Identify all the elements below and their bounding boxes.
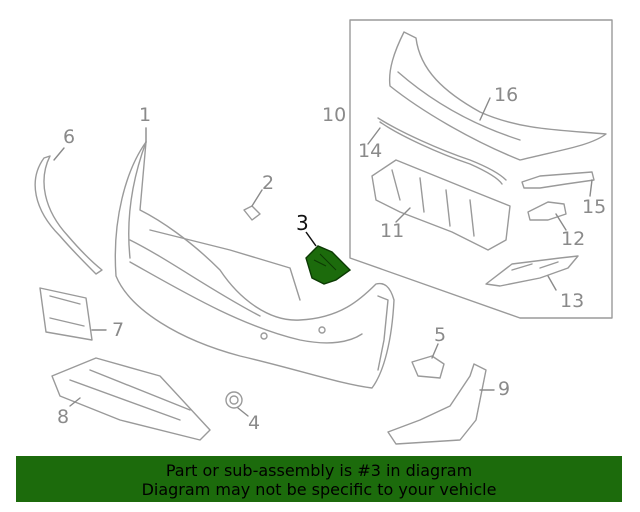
callout-4[interactable]: 4 (248, 412, 261, 434)
callout-13[interactable]: 13 (560, 290, 585, 312)
banner-line-1: Part or sub-assembly is #3 in diagram (165, 461, 473, 480)
callout-12[interactable]: 12 (561, 228, 586, 250)
leader-lines (53, 97, 593, 417)
inset-box (349, 19, 613, 319)
part-11-bracket (371, 159, 511, 251)
callout-9[interactable]: 9 (498, 378, 511, 400)
part-8-lower-shield (51, 357, 211, 441)
banner-line-2: Diagram may not be specific to your vehi… (141, 480, 497, 499)
part-9-side-bracket (387, 363, 487, 445)
part-15-bracket (521, 171, 595, 189)
part-4-grommet (225, 391, 243, 409)
callout-6[interactable]: 6 (63, 126, 76, 148)
callout-8[interactable]: 8 (57, 406, 70, 428)
callout-10[interactable]: 10 (322, 104, 347, 126)
callout-14[interactable]: 14 (358, 140, 383, 162)
part-13-lower-trim (485, 255, 579, 287)
callout-16[interactable]: 16 (494, 84, 519, 106)
part-3-highlighted (305, 231, 352, 285)
part-16-upper-trim (388, 31, 607, 161)
parts-diagram (34, 19, 613, 445)
part-6-side-strip (34, 155, 103, 275)
callout-15[interactable]: 15 (582, 196, 607, 218)
callout-1[interactable]: 1 (139, 104, 152, 126)
callout-2[interactable]: 2 (262, 172, 275, 194)
part-7-plate (39, 287, 93, 341)
part-12-bracket (527, 201, 567, 221)
callout-11[interactable]: 11 (380, 220, 405, 242)
info-banner: Part or sub-assembly is #3 in diagram Di… (16, 456, 622, 502)
callout-7[interactable]: 7 (112, 319, 125, 341)
part-5-sensor (411, 355, 445, 379)
callout-3[interactable]: 3 (296, 211, 309, 235)
part-1-bumper-cover (114, 141, 395, 389)
part-2-clip (243, 205, 261, 221)
part-14-strip (377, 117, 507, 185)
callout-5[interactable]: 5 (434, 324, 447, 346)
